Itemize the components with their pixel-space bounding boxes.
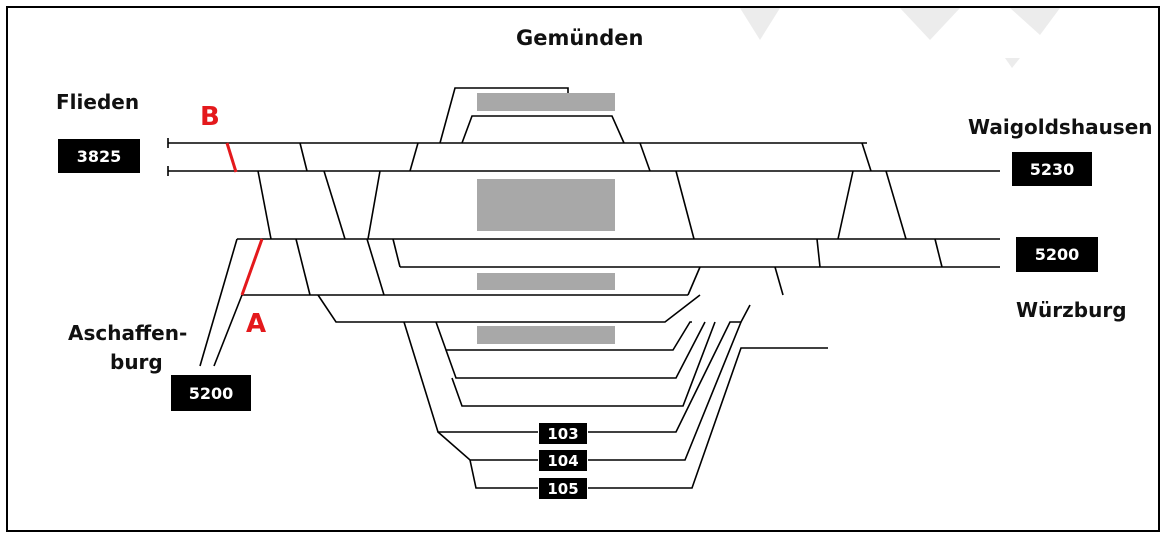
track-number-105: 105 — [538, 477, 588, 500]
track-number-104: 104 — [538, 449, 588, 472]
direction-aschaffenburg-line1: Aschaffen- — [68, 321, 188, 345]
watermark-shape — [740, 8, 780, 40]
crossover — [885, 170, 907, 240]
crossover — [934, 238, 943, 268]
marker-b-label: B — [200, 102, 220, 132]
platform — [477, 179, 615, 231]
crossover — [392, 238, 401, 268]
track-line — [317, 294, 701, 323]
direction-wuerzburg: Würzburg — [1016, 298, 1127, 322]
crossover — [257, 170, 272, 240]
line-number-aschaffenburg: 5200 — [171, 375, 251, 411]
line-number-wuerzburg: 5200 — [1016, 237, 1098, 272]
platform — [477, 93, 615, 111]
station-title: Gemünden — [516, 26, 644, 50]
siding-track — [439, 87, 569, 144]
direction-flieden: Flieden — [56, 90, 140, 114]
direction-waigoldshausen: Waigoldshausen — [968, 115, 1153, 139]
marker-b-line — [225, 142, 238, 173]
crossover — [861, 142, 872, 172]
watermark-shape — [1005, 58, 1020, 68]
crossover — [366, 238, 385, 296]
crossover — [675, 170, 695, 240]
crossover — [323, 170, 346, 240]
crossover — [687, 266, 701, 296]
direction-aschaffenburg-line2: burg — [110, 350, 163, 374]
line-number-flieden: 3825 — [58, 139, 140, 173]
track-number-103: 103 — [538, 422, 588, 445]
crossover — [299, 142, 308, 172]
crossover — [774, 266, 784, 296]
track-line — [403, 304, 751, 433]
marker-a-label: A — [246, 309, 267, 339]
track-line — [445, 321, 706, 379]
track-line — [469, 347, 828, 489]
diagram-frame — [6, 6, 1160, 532]
crossover — [639, 142, 651, 172]
crossover — [837, 170, 854, 240]
platform — [477, 273, 615, 290]
crossover — [409, 142, 419, 172]
track-line — [213, 294, 243, 367]
track-line — [199, 238, 238, 367]
platform — [477, 326, 615, 344]
track-line — [435, 321, 692, 351]
marker-a-line — [240, 238, 264, 296]
crossover — [367, 170, 381, 240]
watermark-shape — [900, 8, 960, 40]
track-line — [451, 321, 716, 407]
watermark-shape — [1010, 8, 1060, 35]
siding-track — [461, 115, 625, 144]
line-number-waigoldshausen: 5230 — [1012, 152, 1092, 186]
crossover — [816, 238, 821, 268]
crossover — [295, 238, 311, 296]
